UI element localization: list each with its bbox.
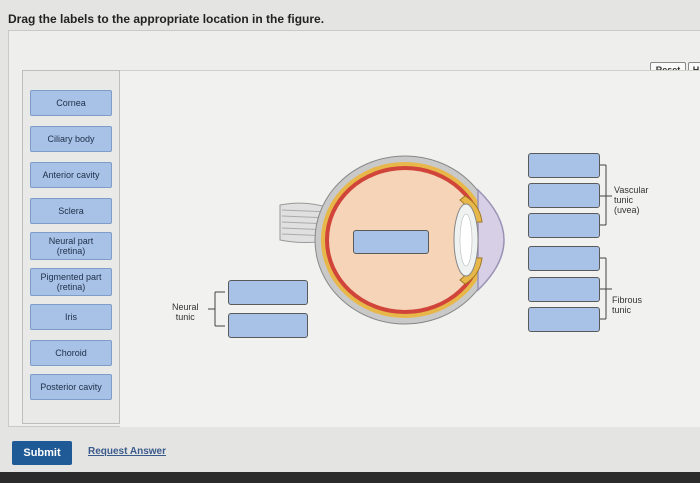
drop-target-fibrous-1[interactable] (528, 277, 600, 302)
drop-target-fibrous-2[interactable] (528, 307, 600, 332)
instruction-text: Drag the labels to the appropriate locat… (8, 12, 325, 26)
anterior-cavity-region (477, 188, 505, 292)
label-anterior-cavity[interactable]: Anterior cavity (30, 162, 112, 188)
bottom-bar (0, 472, 700, 483)
neural-tunic-label: Neural tunic (172, 302, 199, 322)
request-answer-link[interactable]: Request Answer (88, 446, 166, 457)
drop-target-vascular-3[interactable] (528, 213, 600, 238)
label-iris[interactable]: Iris (30, 304, 112, 330)
drop-target-vascular-1[interactable] (528, 153, 600, 178)
submit-button[interactable]: Submit (12, 441, 72, 465)
leader-lines (208, 164, 612, 327)
label-posterior-cavity[interactable]: Posterior cavity (30, 374, 112, 400)
label-sclera[interactable]: Sclera (30, 198, 112, 224)
drop-target-center[interactable] (353, 230, 429, 254)
label-choroid[interactable]: Choroid (30, 340, 112, 366)
drop-target-fibrous-0[interactable] (528, 246, 600, 271)
label-ciliary-body[interactable]: Ciliary body (30, 126, 112, 152)
label-neural-part-retina[interactable]: Neural part (retina) (30, 232, 112, 260)
label-cornea[interactable]: Cornea (30, 90, 112, 116)
drop-target-neural-2[interactable] (228, 313, 308, 338)
vascular-tunic-label: Vascular tunic (uvea) (614, 185, 649, 215)
label-pigmented-part-retina[interactable]: Pigmented part (retina) (30, 268, 112, 296)
drop-target-vascular-2[interactable] (528, 183, 600, 208)
drop-target-neural-1[interactable] (228, 280, 308, 305)
fibrous-tunic-label: Fibrous tunic (612, 295, 643, 315)
